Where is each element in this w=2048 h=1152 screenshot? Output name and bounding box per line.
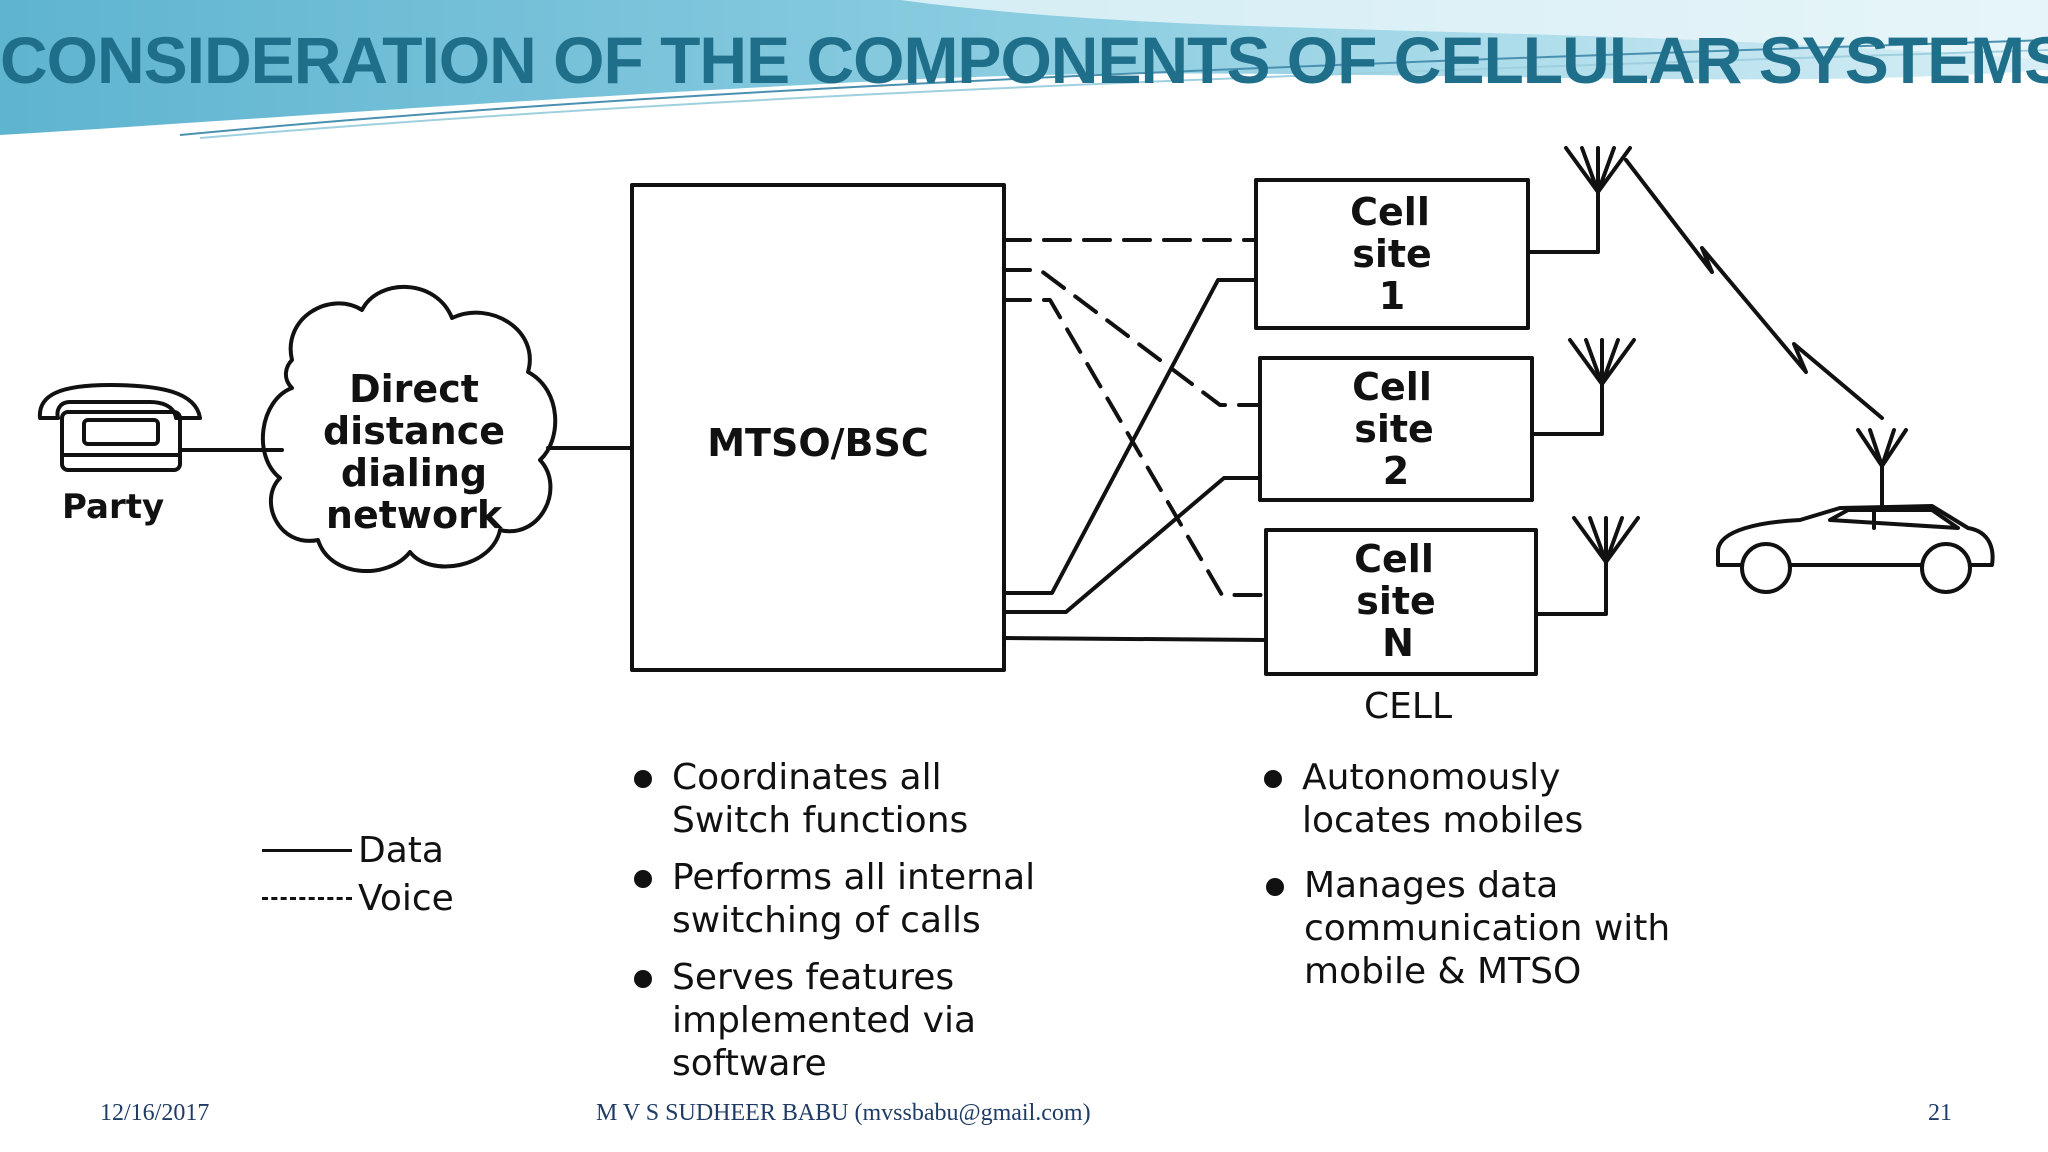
legend-voice-label: Voice [358,878,454,919]
car-icon [1716,504,1995,594]
bullet-dot-icon [634,870,652,888]
radio-link-zigzag [1624,158,1884,420]
network-cloud [260,285,558,573]
bullet-dot-icon [1266,878,1284,896]
car-antenna-icon [1856,428,1908,507]
legend-solid-line [262,849,352,852]
network-label-line1: Direct [349,367,479,411]
footer-page-number: 21 [1928,1100,1952,1126]
telephone-icon [37,383,202,472]
cell-site-n-line3: N [1382,621,1414,665]
mtso-bsc-box [630,183,1006,672]
antenna-icon-2 [1568,338,1636,386]
bullet-dot-icon [1264,770,1282,788]
mtso-bullet-2-text: Performs all internal switching of calls [672,857,1036,941]
footer-author: M V S SUDHEER BABU (mvssbabu@gmail.com) [596,1100,1091,1126]
mtso-bullet-3-text: Serves features implemented via software [672,957,977,1084]
cell-site-2-line1: Cell [1352,365,1432,409]
mtso-bullet-3: Serves features implemented via software [634,956,977,1085]
legend-dashed-line [262,897,352,900]
header-band [0,0,2048,139]
legend-data: Data [262,830,444,871]
cell-site-1-line1: Cell [1350,190,1430,234]
network-label-line2: distance [323,409,505,453]
party-label: Party [62,487,164,527]
mtso-bullet-1-text: Coordinates all Switch functions [672,757,969,841]
cell-site-n-line1: Cell [1354,537,1434,581]
cell-site-1-line2: site [1352,232,1432,276]
cell-bullet-1: Autonomously locates mobiles [1264,756,1584,842]
legend-voice: Voice [262,878,454,919]
bullet-dot-icon [634,970,652,988]
cell-bullet-2: Manages data communication with mobile &… [1266,864,1671,993]
antenna-icon-n [1572,516,1640,564]
cell-site-2-box [1258,356,1534,502]
bullet-dot-icon [634,770,652,788]
cell-site-n-box [1264,528,1538,676]
network-label-line4: network [326,493,503,537]
mtso-bullet-1: Coordinates all Switch functions [634,756,969,842]
cell-site-1-line3: 1 [1379,274,1405,318]
cell-bullet-2-text: Manages data communication with mobile &… [1304,865,1671,992]
cell-site-2-line2: site [1354,407,1434,451]
network-label-line3: dialing [341,451,487,495]
cell-bullet-1-text: Autonomously locates mobiles [1302,757,1584,841]
antenna-icon-1 [1564,146,1632,194]
mtso-bullet-2: Performs all internal switching of calls [634,856,1036,942]
footer-date: 12/16/2017 [100,1100,210,1126]
legend-data-label: Data [358,830,444,871]
slide-title: CONSIDERATION OF THE COMPONENTS OF CELLU… [0,23,2048,97]
cell-site-n-line2: site [1356,579,1436,623]
cell-caption: CELL [1364,686,1452,727]
mtso-label: MTSO/BSC [707,421,929,465]
cell-site-2-line3: 2 [1383,449,1409,493]
